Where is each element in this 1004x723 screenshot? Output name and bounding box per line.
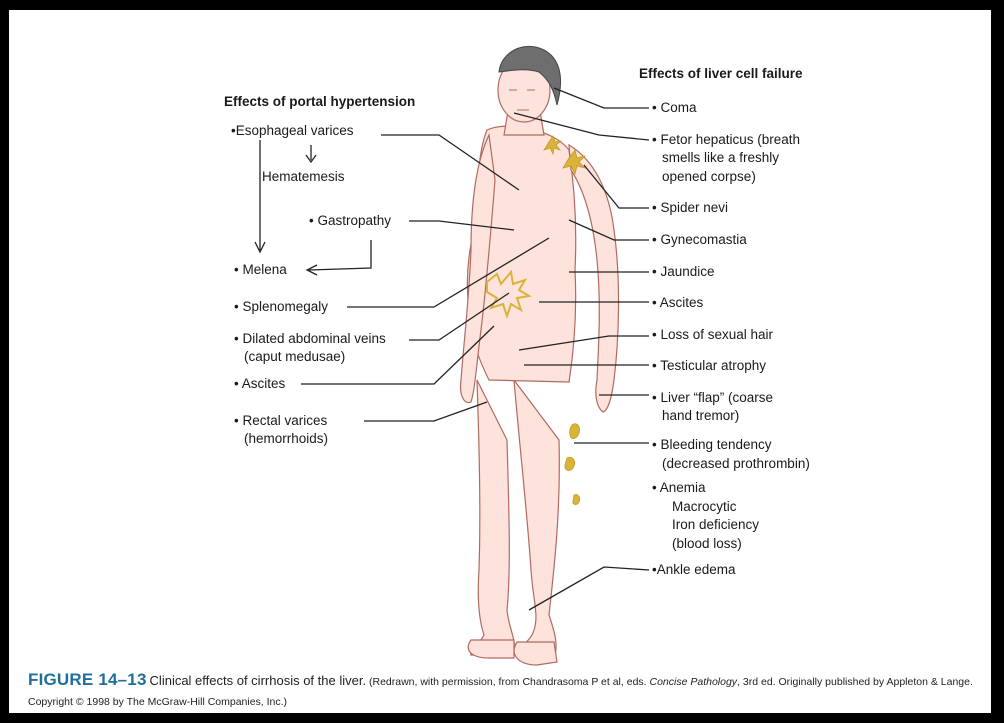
bruise-3 [573, 495, 580, 505]
rectal-varices-label: • Rectal varices [234, 412, 327, 430]
left-foot [468, 640, 514, 658]
blood-loss-label: (blood loss) [672, 535, 742, 553]
anemia-label: • Anemia [652, 479, 706, 497]
caption-note-italic: Concise Pathology [650, 676, 738, 688]
bleeding-tendency-label-2: (decreased prothrombin) [662, 455, 810, 473]
figure-number: FIGURE 14–13 [28, 670, 147, 689]
liver-flap-label-2: hand tremor) [662, 407, 739, 425]
fetor-hepaticus-label-2: smells like a freshly [662, 149, 779, 167]
iron-deficiency-label: Iron deficiency [672, 516, 759, 534]
gynecomastia-label: • Gynecomastia [652, 231, 747, 249]
ascites-right-label: • Ascites [652, 294, 703, 312]
gastropathy-label: • Gastropathy [309, 212, 391, 230]
caption-note-a: (Redrawn, with permission, from Chandras… [369, 676, 647, 688]
figure-caption: FIGURE 14–13 Clinical effects of cirrhos… [28, 670, 988, 712]
bruise-1 [570, 424, 580, 439]
dilated-veins-label: • Dilated abdominal veins [234, 330, 386, 348]
jaundice-label: • Jaundice [652, 263, 715, 281]
spider-nevi-label: • Spider nevi [652, 199, 728, 217]
right-arm [569, 145, 619, 412]
fetor-hepaticus-label-3: opened corpse) [662, 168, 756, 186]
hemorrhoids-label: (hemorrhoids) [244, 430, 328, 448]
bruise-2 [565, 457, 575, 470]
ascites-left-label: • Ascites [234, 375, 285, 393]
cirrhosis-figure [9, 10, 991, 713]
coma-label: • Coma [652, 99, 697, 117]
caput-medusae-label: (caput medusae) [244, 348, 345, 366]
testicular-atrophy-label: • Testicular atrophy [652, 357, 766, 375]
left-leg [471, 380, 515, 655]
liver-heading: Effects of liver cell failure [639, 65, 803, 83]
caption-title: Clinical effects of cirrhosis of the liv… [150, 673, 367, 688]
bleeding-tendency-label-1: • Bleeding tendency [652, 436, 772, 454]
splenomegaly-label: • Splenomegaly [234, 298, 328, 316]
portal-heading: Effects of portal hypertension [224, 93, 415, 111]
right-leg [514, 380, 559, 658]
hematemesis-label: Hematemesis [262, 168, 345, 186]
liver-flap-label-1: • Liver “flap” (coarse [652, 389, 773, 407]
fetor-hepaticus-label-1: • Fetor hepaticus (breath [652, 131, 800, 149]
melena-label: • Melena [234, 261, 287, 279]
esophageal-varices-label: •Esophageal varices [231, 122, 354, 140]
ankle-edema-label: •Ankle edema [652, 561, 736, 579]
human-figure [461, 58, 619, 665]
figure-frame: Effects of portal hypertension •Esophage… [9, 10, 991, 713]
right-foot [514, 642, 557, 665]
loss-of-hair-label: • Loss of sexual hair [652, 326, 773, 344]
macrocytic-label: Macrocytic [672, 498, 737, 516]
